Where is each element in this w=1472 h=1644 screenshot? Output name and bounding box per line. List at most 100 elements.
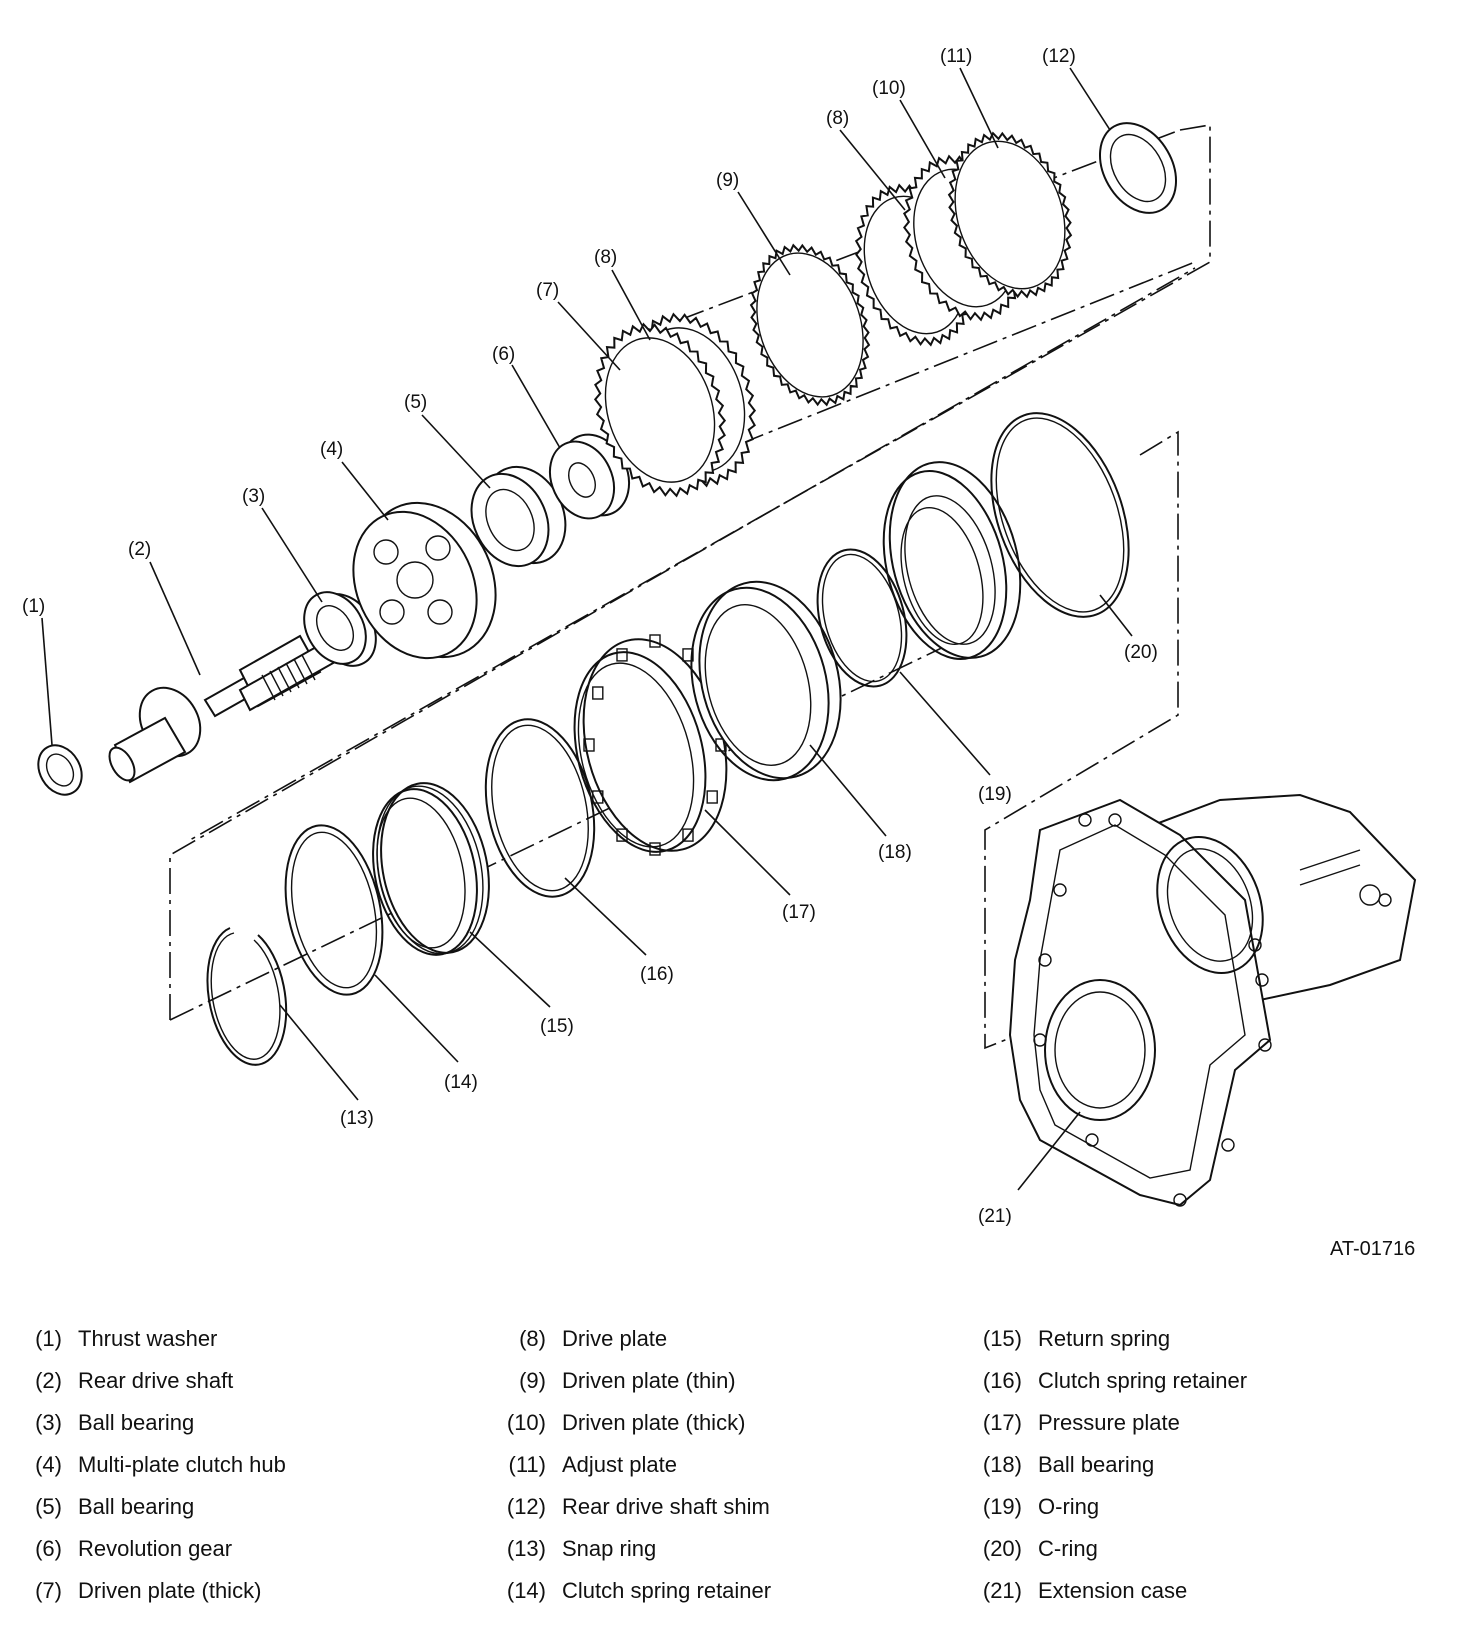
pressure-plate-tab bbox=[682, 648, 694, 662]
legend-name: Multi-plate clutch hub bbox=[78, 1452, 286, 1477]
ball-bearing-3 bbox=[303, 591, 377, 667]
callout-20: (20) bbox=[1124, 642, 1158, 663]
legend-num: (21) bbox=[982, 1578, 1022, 1603]
legend-name: Driven plate (thick) bbox=[78, 1578, 262, 1603]
thrust-washer bbox=[37, 744, 83, 796]
legend-item: (21)Extension case bbox=[960, 1570, 1440, 1612]
parts-legend: (1)Thrust washer (2) Rear drive shaft (3)… bbox=[0, 1318, 1472, 1618]
callout-10: (10) bbox=[872, 78, 906, 99]
exploded-view-diagram: (1) (2) (3) (4) (5) (6) (7) (8) (9) (8) … bbox=[22, 46, 1417, 1227]
legend-num: (19) bbox=[982, 1494, 1022, 1519]
ball-bearing-5 bbox=[470, 465, 567, 568]
legend-num: (6) bbox=[35, 1536, 62, 1561]
drive-plate-8a bbox=[593, 322, 727, 498]
extension-case bbox=[1008, 793, 1417, 1207]
legend-name: C-ring bbox=[1038, 1536, 1098, 1561]
shaft-splines bbox=[261, 654, 316, 701]
pressure-plate bbox=[573, 634, 728, 856]
legend-item: (4) Multi-plate clutch hub bbox=[0, 1444, 480, 1486]
legend-item: (7)Driven plate (thick) bbox=[0, 1570, 480, 1612]
legend-item: (17)Pressure plate bbox=[960, 1402, 1440, 1444]
leader-lines bbox=[41, 67, 1133, 1191]
o-ring bbox=[816, 548, 908, 688]
assembly-frame-upper bbox=[189, 124, 1211, 841]
legend-name: Return spring bbox=[1038, 1326, 1171, 1351]
legend-item: (11) Adjust plate bbox=[484, 1444, 964, 1486]
legend-item: (12) Rear drive shaft shim bbox=[484, 1486, 964, 1528]
c-ring bbox=[990, 412, 1130, 618]
legend-item: (20)C-ring bbox=[960, 1528, 1440, 1570]
callout-3: (3) bbox=[242, 486, 265, 507]
legend-num: (3) bbox=[35, 1410, 62, 1435]
pressure-plate-tab bbox=[706, 790, 718, 804]
callout-5: (5) bbox=[404, 392, 427, 413]
legend-num: (5) bbox=[35, 1494, 62, 1519]
callout-9: (9) bbox=[716, 170, 739, 191]
callout-17: (17) bbox=[782, 902, 816, 923]
legend-column-1: (1)Thrust washer (2) Rear drive shaft (3)… bbox=[0, 1318, 480, 1612]
clutch-plate-stack bbox=[593, 131, 1073, 498]
legend-item: (5) Ball bearing bbox=[0, 1486, 480, 1528]
legend-num: (8) bbox=[519, 1326, 546, 1351]
pressure-plate-tab bbox=[616, 648, 628, 662]
legend-num: (17) bbox=[982, 1410, 1022, 1435]
legend-item: (15) Return spring bbox=[960, 1318, 1440, 1360]
legend-name: Revolution gear bbox=[78, 1536, 233, 1561]
legend-name: Driven plate (thick) bbox=[562, 1410, 746, 1435]
legend-name: Rear drive shaft shim bbox=[562, 1494, 770, 1519]
pressure-plate-tab bbox=[649, 842, 661, 856]
legend-num: (4) bbox=[35, 1452, 62, 1477]
legend-num: (18) bbox=[982, 1452, 1022, 1477]
pressure-plate-tab bbox=[592, 686, 604, 700]
callout-19: (19) bbox=[978, 784, 1012, 805]
callout-7: (7) bbox=[536, 280, 559, 301]
legend-item: (1)Thrust washer bbox=[0, 1318, 480, 1360]
snap-ring bbox=[206, 927, 288, 1066]
legend-name: Ball bearing bbox=[78, 1494, 195, 1519]
pressure-plate-tab bbox=[649, 634, 661, 648]
rear-drive-shaft bbox=[108, 634, 337, 784]
callout-4: (4) bbox=[320, 439, 343, 460]
assembly-frame-lower bbox=[169, 267, 1196, 1050]
piston-ring-assembly bbox=[882, 461, 1022, 660]
legend-name: Ball bearing bbox=[78, 1410, 195, 1435]
legend-num: (16) bbox=[982, 1368, 1022, 1393]
legend-item: (3) Ball bearing bbox=[0, 1402, 480, 1444]
legend-name: Rear drive shaft bbox=[78, 1368, 234, 1393]
legend-item: (2) Rear drive shaft bbox=[0, 1360, 480, 1402]
legend-num: (11) bbox=[508, 1452, 547, 1477]
legend-num: (15) bbox=[982, 1326, 1022, 1351]
legend-num: (13) bbox=[506, 1536, 546, 1561]
pressure-plate-tab bbox=[616, 828, 628, 842]
callout-labels: (1) (2) (3) (4) (5) (6) (7) (8) (9) (8) … bbox=[22, 46, 1158, 1227]
callout-8b: (8) bbox=[826, 108, 849, 129]
legend-num: (10) bbox=[506, 1410, 546, 1435]
callout-18: (18) bbox=[878, 842, 912, 863]
legend-name: Clutch spring retainer bbox=[1038, 1368, 1248, 1393]
legend-num: (12) bbox=[506, 1494, 546, 1519]
callout-8a: (8) bbox=[594, 247, 617, 268]
ball-bearing-18 bbox=[690, 580, 842, 782]
legend-item: (13)Snap ring bbox=[484, 1528, 964, 1570]
legend-column-3: (15) Return spring (16) Clutch spring reta… bbox=[960, 1318, 1440, 1612]
clutch-spring-retainer-14 bbox=[284, 824, 384, 996]
legend-num: (2) bbox=[35, 1368, 62, 1393]
pressure-plate-tab bbox=[583, 738, 595, 752]
callout-12: (12) bbox=[1042, 46, 1076, 67]
legend-name: Drive plate bbox=[562, 1326, 668, 1351]
legend-name: Driven plate (thin) bbox=[562, 1368, 736, 1393]
legend-name: Adjust plate bbox=[562, 1452, 677, 1477]
rear-drive-shaft-shim bbox=[1099, 122, 1177, 214]
legend-item: (19)O-ring bbox=[960, 1486, 1440, 1528]
callout-21: (21) bbox=[978, 1206, 1012, 1227]
legend-column-2: (8) Drive plate (9)Driven plate (thin) (1… bbox=[484, 1318, 964, 1612]
pressure-plate-tab bbox=[682, 828, 694, 842]
legend-item: (9)Driven plate (thin) bbox=[484, 1360, 964, 1402]
legend-name: Thrust washer bbox=[78, 1326, 218, 1351]
legend-num: (14) bbox=[506, 1578, 546, 1603]
multi-plate-clutch-hub bbox=[352, 501, 497, 660]
legend-item: (18)Ball bearing bbox=[960, 1444, 1440, 1486]
legend-item: (6) Revolution gear bbox=[0, 1528, 480, 1570]
callout-6: (6) bbox=[492, 344, 515, 365]
return-spring bbox=[372, 782, 490, 956]
